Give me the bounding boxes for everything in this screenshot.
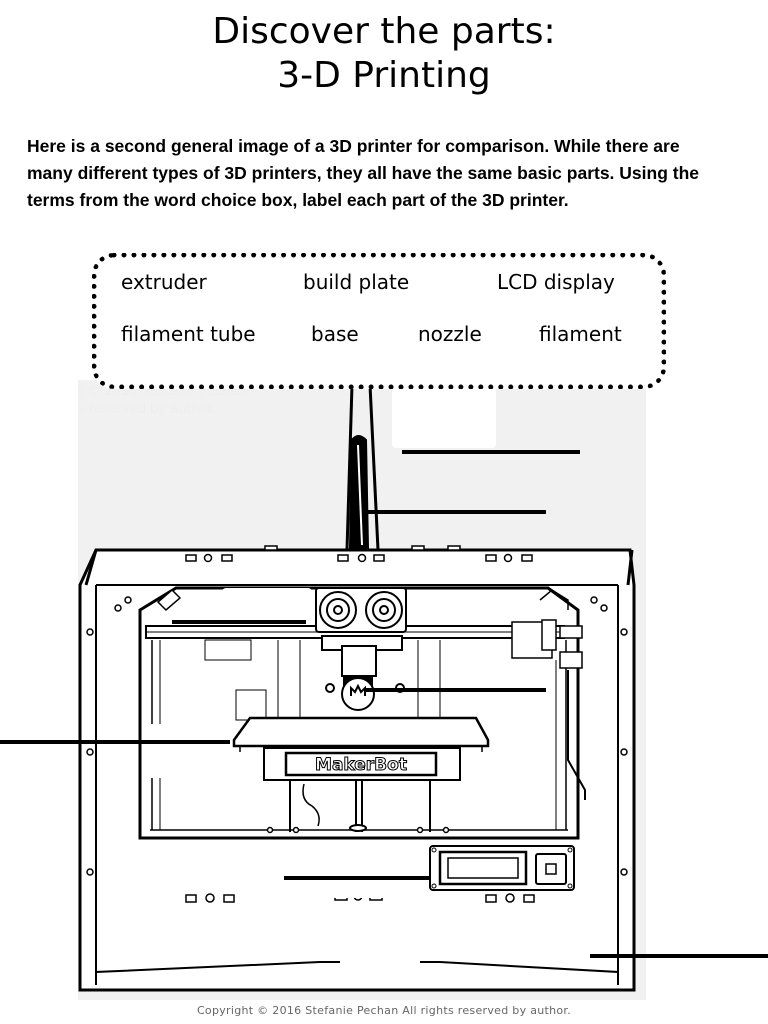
answer-blank-boxes bbox=[145, 386, 496, 973]
word-choice-nozzle: nozzle bbox=[418, 322, 482, 346]
copyright-footer: Copyright © 2016 Stefanie Pechan All rig… bbox=[196, 1004, 572, 1017]
top-vents bbox=[185, 545, 533, 563]
title-line-2: 3-D Printing bbox=[277, 55, 491, 96]
answer-box-base[interactable] bbox=[340, 955, 420, 973]
label-leader-lines bbox=[0, 450, 768, 958]
answer-box-plate-label[interactable] bbox=[330, 722, 410, 744]
left-bracket bbox=[156, 588, 182, 612]
word-choice-filament: filament bbox=[539, 322, 622, 346]
makerbot-logo-text: MakerBot bbox=[315, 755, 407, 775]
word-choice-build-plate: build plate bbox=[303, 270, 410, 294]
answer-box-extruder[interactable] bbox=[222, 588, 312, 620]
build-platform bbox=[263, 747, 461, 832]
build-chamber bbox=[138, 586, 580, 840]
instructions-text: Here is a second general image of a 3D p… bbox=[27, 136, 700, 210]
faded-watermark-line-2: s reserved by author. bbox=[78, 402, 217, 417]
frame-holes bbox=[86, 596, 628, 876]
filament-tube bbox=[345, 384, 380, 551]
word-choice-lcd-display: LCD display bbox=[497, 270, 615, 294]
word-choice-filament-tube: filament tube bbox=[121, 322, 256, 346]
word-choice-base: base bbox=[311, 322, 359, 346]
word-choice-box: extruder build plate LCD display filamen… bbox=[92, 253, 666, 389]
lcd-display bbox=[429, 845, 575, 891]
answer-box-lcd[interactable] bbox=[322, 844, 428, 898]
word-choice-extruder: extruder bbox=[121, 270, 207, 294]
nozzle bbox=[325, 645, 405, 711]
answer-box-filament[interactable] bbox=[392, 386, 496, 448]
page-title: Discover the parts: 3-D Printing bbox=[0, 10, 768, 98]
title-line-1: Discover the parts: bbox=[212, 11, 556, 52]
answer-box-build-plate[interactable] bbox=[145, 724, 227, 778]
y-axis-mechanism bbox=[511, 589, 586, 800]
extruder bbox=[315, 587, 407, 651]
